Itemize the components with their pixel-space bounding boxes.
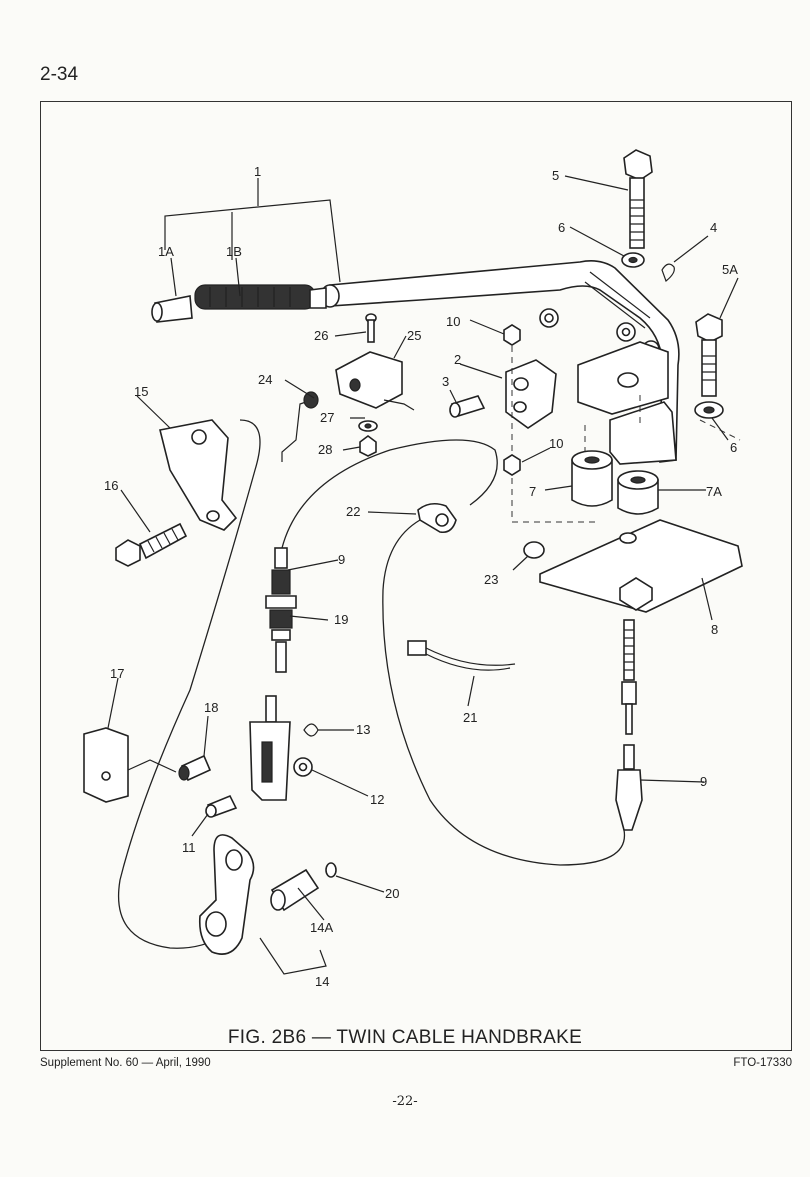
threaded-rod-right bbox=[615, 619, 643, 831]
svg-text:18: 18 bbox=[204, 700, 218, 715]
clip-13 bbox=[303, 723, 319, 737]
left-cable bbox=[118, 419, 261, 949]
bush-14A bbox=[270, 868, 320, 912]
pawl-assembly-2 bbox=[505, 359, 557, 429]
clip-20 bbox=[325, 862, 337, 878]
clip-4 bbox=[661, 263, 675, 282]
svg-text:26: 26 bbox=[314, 328, 328, 343]
bush-7 bbox=[571, 450, 613, 507]
svg-text:14A: 14A bbox=[310, 920, 333, 935]
lever-grip bbox=[151, 284, 327, 323]
svg-text:28: 28 bbox=[318, 442, 332, 457]
svg-text:20: 20 bbox=[385, 886, 399, 901]
svg-text:14: 14 bbox=[315, 974, 329, 989]
svg-text:22: 22 bbox=[346, 504, 360, 519]
svg-text:6: 6 bbox=[730, 440, 737, 455]
svg-text:7: 7 bbox=[529, 484, 536, 499]
pin-3 bbox=[449, 395, 486, 418]
svg-text:9: 9 bbox=[338, 552, 345, 567]
cable-tie-21 bbox=[407, 640, 516, 671]
svg-text:19: 19 bbox=[334, 612, 348, 627]
svg-text:10: 10 bbox=[446, 314, 460, 329]
svg-text:13: 13 bbox=[356, 722, 370, 737]
svg-text:1: 1 bbox=[254, 164, 261, 179]
nut-10-upper bbox=[503, 324, 521, 346]
right-cable bbox=[382, 519, 626, 866]
svg-text:8: 8 bbox=[711, 622, 718, 637]
svg-text:4: 4 bbox=[710, 220, 717, 235]
svg-text:17: 17 bbox=[110, 666, 124, 681]
grommet-23 bbox=[523, 541, 545, 559]
svg-text:3: 3 bbox=[442, 374, 449, 389]
svg-text:23: 23 bbox=[484, 572, 498, 587]
svg-text:10: 10 bbox=[549, 436, 563, 451]
svg-text:2: 2 bbox=[454, 352, 461, 367]
adjuster-18 bbox=[178, 754, 212, 782]
upper-cable-loop bbox=[281, 439, 498, 549]
washer-27 bbox=[358, 420, 378, 432]
switch-25 bbox=[335, 351, 415, 411]
svg-text:1B: 1B bbox=[226, 244, 242, 259]
svg-text:21: 21 bbox=[463, 710, 477, 725]
bolt-5A bbox=[694, 313, 724, 419]
mounting-bracket bbox=[577, 341, 741, 465]
figure-caption: FIG. 2B6 — TWIN CABLE HANDBRAKE bbox=[227, 1027, 583, 1048]
spacer-upper bbox=[539, 308, 559, 328]
clip-22 bbox=[417, 502, 457, 534]
clevis-fork bbox=[249, 695, 291, 801]
page-folio: -22- bbox=[392, 1094, 418, 1109]
svg-text:9: 9 bbox=[700, 774, 707, 789]
base-plate-8 bbox=[539, 519, 743, 613]
svg-text:12: 12 bbox=[370, 792, 384, 807]
svg-text:6: 6 bbox=[558, 220, 565, 235]
nut-10-lower bbox=[503, 454, 521, 476]
figure-frame bbox=[40, 101, 792, 1051]
callout-labels: 1 1A 1B 5 6 4 5A 6 10 25 26 2 3 24 15 27… bbox=[104, 164, 738, 989]
svg-text:1A: 1A bbox=[158, 244, 174, 259]
bush-7A bbox=[617, 470, 659, 515]
screw-26 bbox=[365, 313, 377, 343]
svg-text:15: 15 bbox=[134, 384, 148, 399]
svg-text:11: 11 bbox=[182, 840, 196, 855]
svg-text:27: 27 bbox=[320, 410, 334, 425]
svg-text:5A: 5A bbox=[722, 262, 738, 277]
svg-text:7A: 7A bbox=[706, 484, 722, 499]
svg-text:25: 25 bbox=[407, 328, 421, 343]
document-code: FTO-17330 bbox=[733, 1057, 792, 1069]
bolt-16 bbox=[115, 522, 188, 567]
compensator-15 bbox=[159, 419, 238, 531]
bracket-17 bbox=[83, 727, 177, 803]
page-number: 2-34 bbox=[40, 64, 79, 85]
washer-6 bbox=[621, 252, 645, 268]
svg-text:5: 5 bbox=[552, 168, 559, 183]
nut-28 bbox=[359, 435, 377, 457]
svg-text:16: 16 bbox=[104, 478, 118, 493]
pin-11 bbox=[205, 794, 238, 818]
leader-lines bbox=[107, 175, 739, 975]
wire-24 bbox=[281, 391, 319, 462]
supplement-note: Supplement No. 60 — April, 1990 bbox=[40, 1057, 211, 1069]
lever-arm-14 bbox=[198, 834, 255, 955]
washer-12 bbox=[293, 757, 313, 777]
svg-text:24: 24 bbox=[258, 372, 272, 387]
cable-end-9-left bbox=[265, 547, 297, 673]
bolt-5 bbox=[623, 149, 653, 249]
